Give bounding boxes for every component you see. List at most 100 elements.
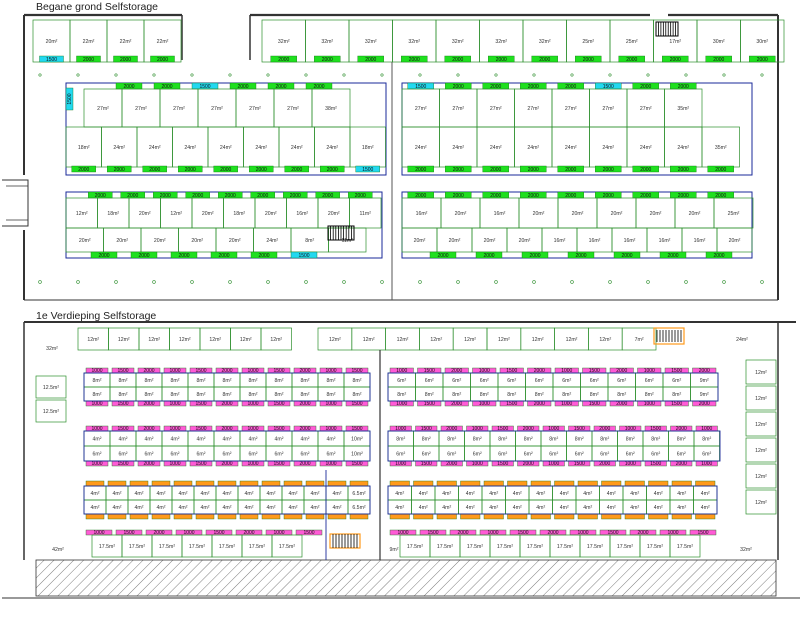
first-c-left-bottom-door [129,513,149,520]
first-c-left-unit-label: 4m² [113,505,122,511]
ground-top-right-unit-label: 32m² [321,39,333,45]
door-width-label: 1500 [351,368,362,374]
ground-top-right-unit-label: 25m² [626,39,638,45]
ground-top-right-door [531,55,558,63]
first-b-right-unit-label: 6m² [422,452,431,458]
first-b-left-unit-label: 10m² [351,437,363,443]
door-width-label: 1500 [589,401,600,407]
door-width-label: 1000 [396,401,407,407]
door-width-label: 2000 [678,167,689,173]
door-width-label: 2000 [257,193,268,199]
first-c-right-bottom-door [436,513,457,520]
ground-a-left-unit-label: 27m² [173,106,185,112]
first-c-right-bottom-door [389,513,410,520]
ground-a-left-unit-label: 18m² [78,145,90,151]
first-b-right-unit-label: 8m² [702,437,711,443]
door-width-label: 1000 [91,368,102,374]
first-c-left-unit-label: 4m² [135,491,144,497]
ground-b-left-unit-label: 18m² [107,211,119,217]
first-c-left-top-door [173,480,193,487]
column-marker [722,280,726,284]
door-width-label: 1000 [487,530,498,536]
first-c-left-unit-label: 4m² [201,491,210,497]
first-c-left-unit-label: 6.5m² [352,491,366,497]
first-a-right-unit-label: 8m² [480,392,489,398]
door-width-label: 2000 [539,57,550,63]
ground-b-left-unit-label: 20m² [328,211,340,217]
first-a-left-unit-label: 8m² [223,378,232,384]
ground-a-right-bottom-door [707,165,734,173]
first-b-left-unit-label: 4m² [197,437,206,443]
door-width-label: 2000 [565,167,576,173]
door-width-label: 1500 [117,401,128,407]
first-bottom-right-unit-label: 17.5m² [617,544,633,550]
first-c-right-unit-label: 4m² [607,505,616,511]
door-width-label: 2000 [143,368,154,374]
ground-a-right-unit-label: 24m² [415,145,427,151]
first-b-left-unit-label: 6m² [171,452,180,458]
first-bottom-right-unit-label: 17.5m² [527,544,543,550]
door-width-label: 2000 [221,426,232,432]
door-width-label: 1000 [395,461,406,467]
first-top-right-unit-label: 12m² [566,337,578,343]
door-width-label: 2000 [640,84,651,90]
first-c-left-unit-label: 4m² [267,505,276,511]
door-width-label: 1500 [195,426,206,432]
first-block-a-left [83,372,371,402]
first-c-right-top-door [507,480,528,487]
ground-b-left-bottom-door [250,251,278,259]
first-a-right-unit-label: 8m² [562,392,571,398]
ground-b-right-bottom-door [475,251,503,259]
first-c-left-unit-label: 6.5m² [352,505,366,511]
first-block-c-left [83,485,371,515]
column-marker [342,280,346,284]
door-width-label: 1000 [472,461,483,467]
first-c-left-unit-label: 4m² [289,491,298,497]
door-width-label: 1000 [479,368,490,374]
ground-b-right-bottom-door [659,251,687,259]
ground-b-right-unit-label: 20m² [650,211,662,217]
first-c-right-unit-label: 4m² [419,491,428,497]
door-width-label: 2000 [446,426,457,432]
first-b-left-unit-label: 4m² [301,437,310,443]
door-width-label: 2000 [120,57,131,63]
column-marker [228,280,232,284]
first-top-right-unit-label: 7m² [635,337,644,343]
door-width-label: 2000 [237,84,248,90]
first-top-left-unit [260,327,292,351]
first-block-b-right [387,430,721,462]
ground-a-right-bottom-door [520,165,547,173]
first-c-left-top-door [239,480,259,487]
first-c-left-unit-label: 4m² [245,505,254,511]
door-width-label: 2000 [676,426,687,432]
door-width-label: 2000 [603,167,614,173]
door-width-label: 2000 [243,530,254,536]
first-bottom-left-door [295,529,323,536]
door-width-label: 2000 [451,368,462,374]
first-a-left-unit-label: 8m² [145,392,154,398]
first-a-left-unit-label: 8m² [275,392,284,398]
first-top-right-unit [621,327,657,351]
door-width-label: 1000 [169,426,180,432]
first-c-right-top-door [648,480,669,487]
first-c-left-unit-label: 4m² [267,491,276,497]
door-width-label: 1500 [117,368,128,374]
door-width-label: 1500 [273,461,284,467]
door-width-label: 2000 [98,253,109,259]
door-width-label: 2000 [225,193,236,199]
first-a-left-unit-label: 8m² [93,392,102,398]
door-width-label: 2000 [678,84,689,90]
ground-a-right-bottom-door [557,165,584,173]
first-bottom-right-unit-label: 17.5m² [677,544,693,550]
first-right-side-unit [745,463,777,489]
ground-a-left-bottom-door [178,165,203,173]
door-width-label: 2000 [490,84,501,90]
ground-a-left-unit-label: 24m² [255,145,267,151]
first-c-right-bottom-door [601,513,622,520]
ground-a-left-bottom-door [213,165,238,173]
ground-b-right-unit-label: 20m² [484,238,496,244]
first-c-right-top-door [413,480,434,487]
ground-top-right-door [357,55,384,63]
first-a-right-unit-label: 9m² [700,378,709,384]
column-marker [76,73,80,77]
